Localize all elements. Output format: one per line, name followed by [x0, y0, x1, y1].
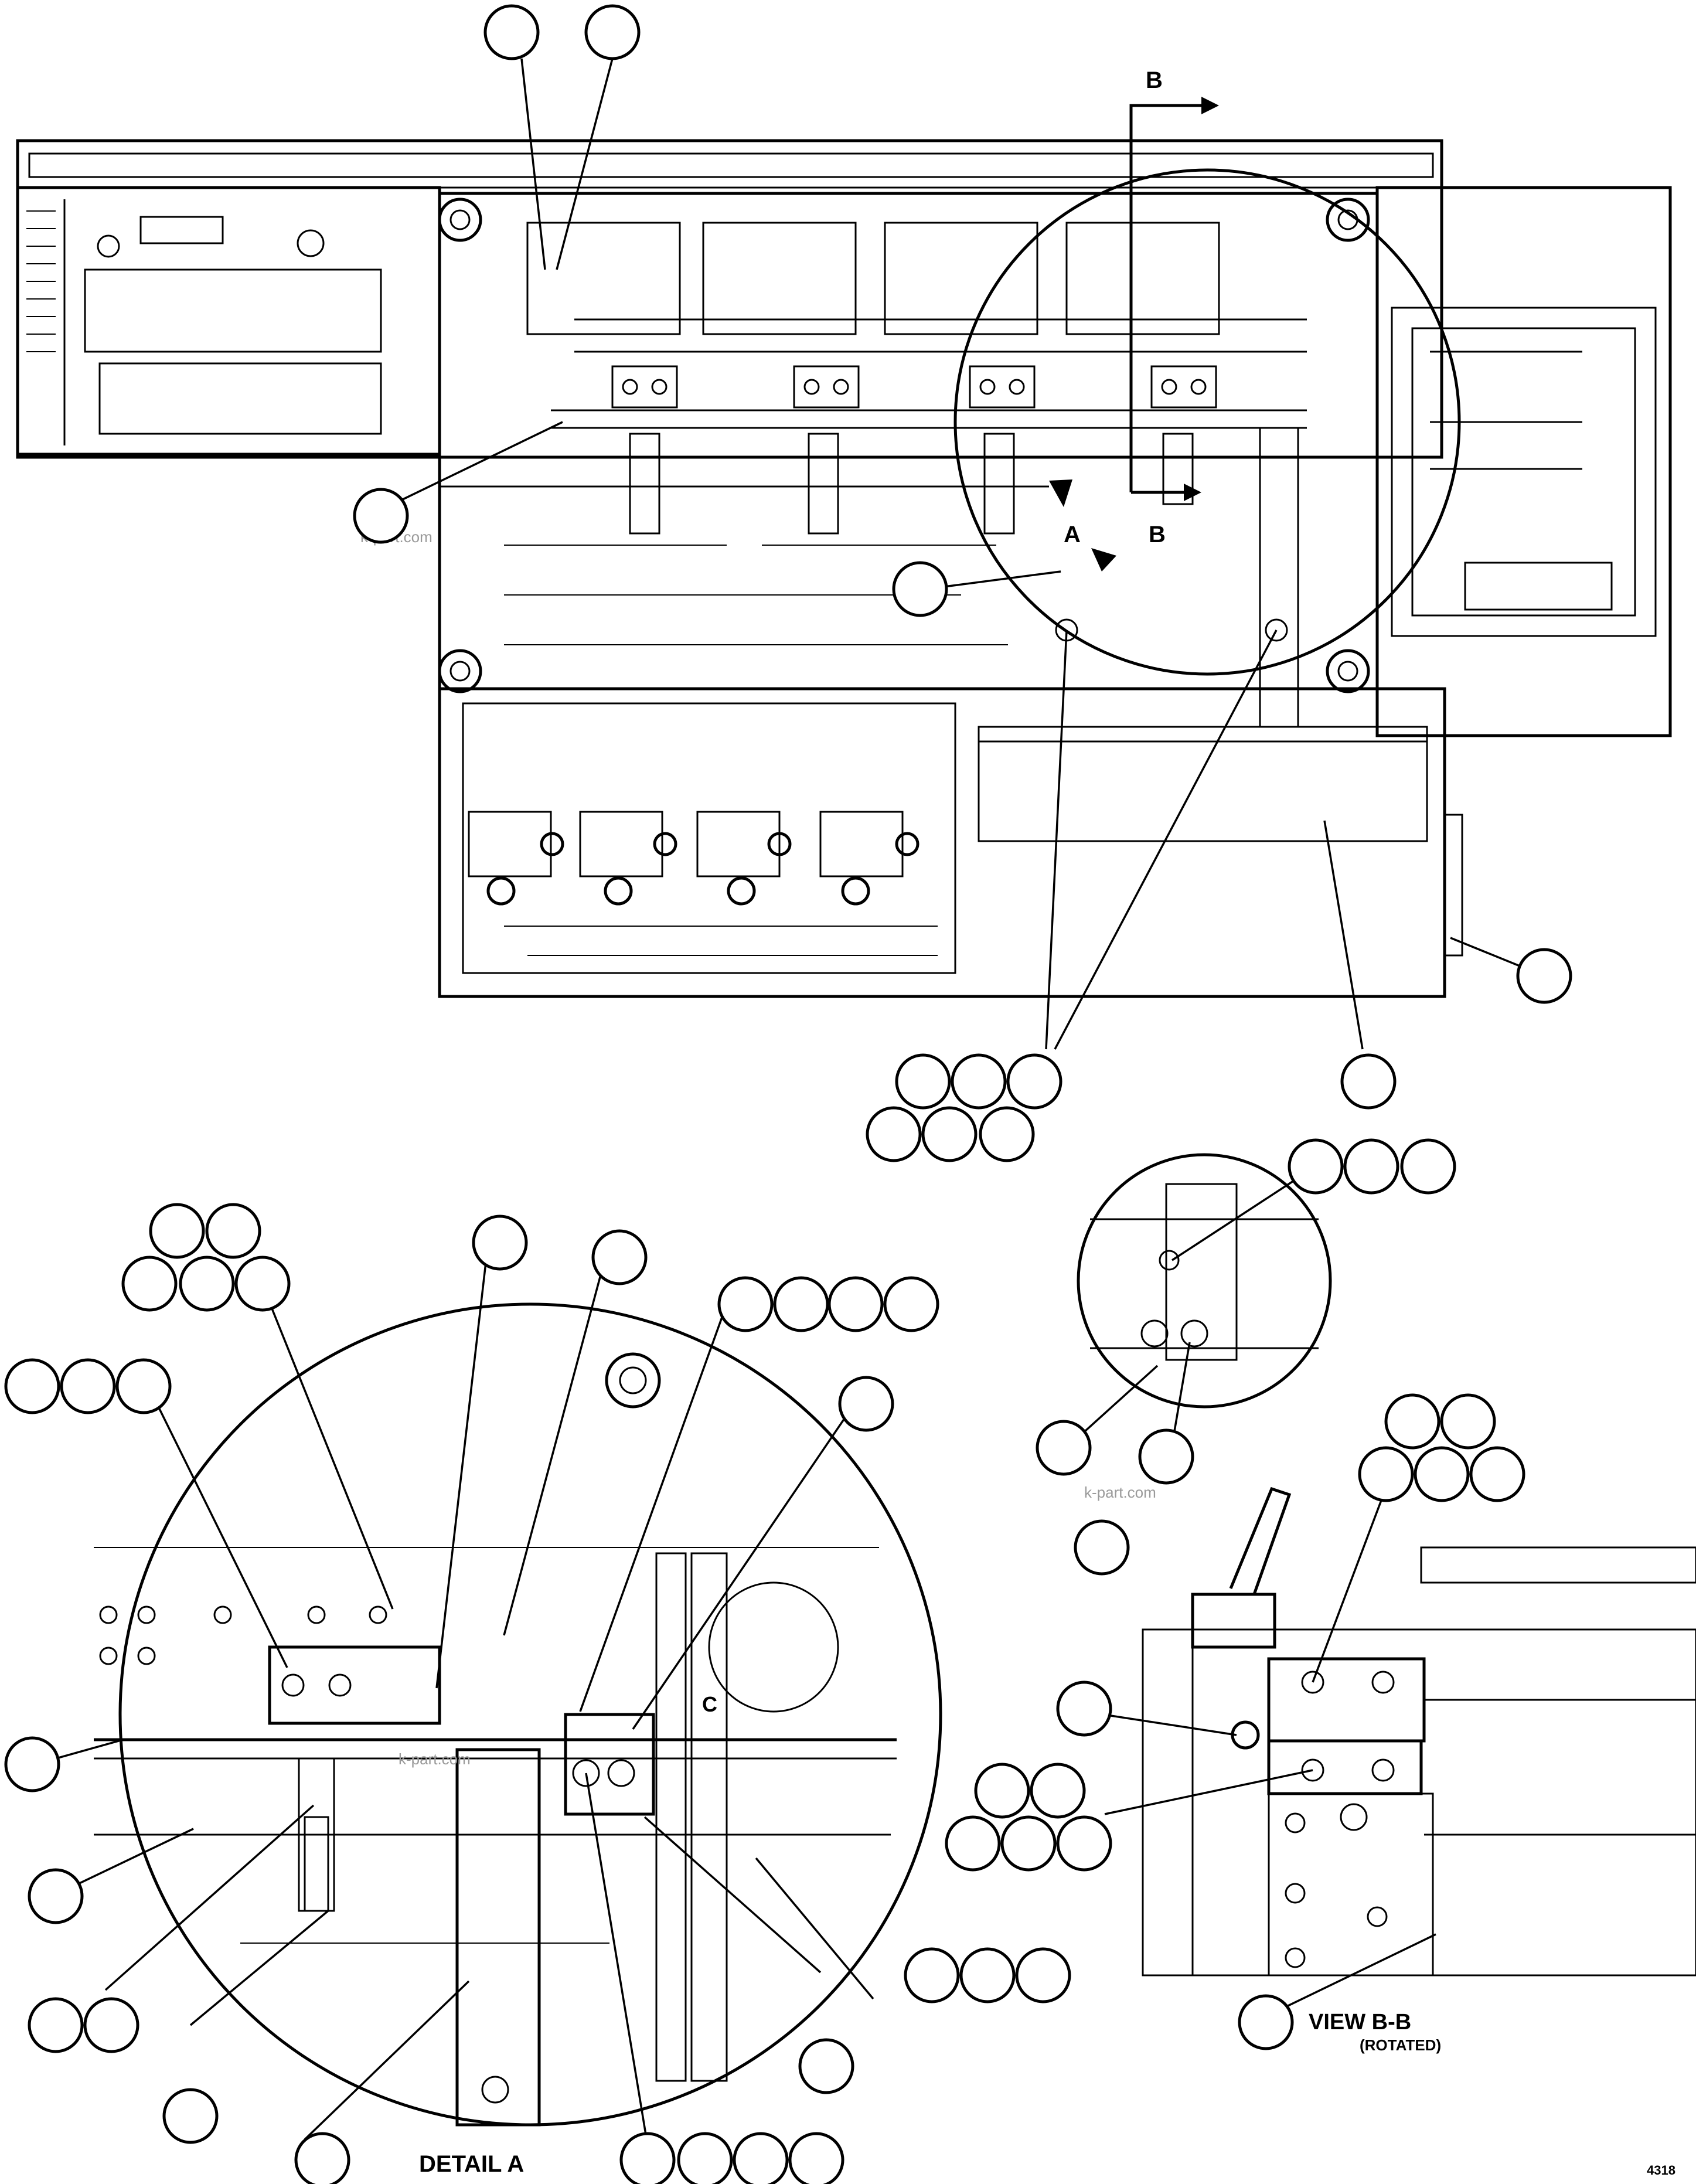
- callouts-detail-c: [1036, 1138, 1456, 1576]
- section-b-top-label: B: [1146, 67, 1163, 93]
- detail-a-view: C k-part.com DETAIL A: [4, 1203, 1071, 2184]
- detail-a-caption: DETAIL A: [419, 2151, 524, 2177]
- callouts-main: [353, 4, 1572, 1162]
- detail-a-boundary: [953, 168, 1461, 676]
- view-bb-caption: VIEW B-B: [1309, 2010, 1411, 2035]
- fuse-holders: [629, 433, 1194, 535]
- section-b-bottom-label: B: [1149, 522, 1166, 547]
- watermark-detail-c: k-part.com: [1084, 1484, 1156, 1501]
- main-assembly-view: B B A k-part.com: [16, 4, 1672, 1162]
- detail-c-view: k-part.com: [1036, 1138, 1456, 1576]
- detail-a-nuts: [99, 1605, 387, 1665]
- callouts-detail-a: [4, 1203, 1071, 2184]
- view-bb-subcaption: (ROTATED): [1360, 2036, 1441, 2054]
- watermark-detail-a: k-part.com: [399, 1750, 471, 1768]
- figure-code: 4318: [1647, 2163, 1675, 2178]
- detail-c-marker-label: C: [702, 1692, 717, 1716]
- view-bb: VIEW B-B (ROTATED): [945, 1393, 1696, 2054]
- heat-sink-fins: [26, 210, 56, 352]
- lifting-eyes: [438, 198, 1370, 693]
- section-cut-b: [1129, 97, 1219, 501]
- contactor-units: [526, 222, 1220, 409]
- detail-a-marker-label: A: [1064, 522, 1081, 547]
- lower-relays: [468, 811, 919, 906]
- callouts-view-bb: [945, 1393, 1525, 2050]
